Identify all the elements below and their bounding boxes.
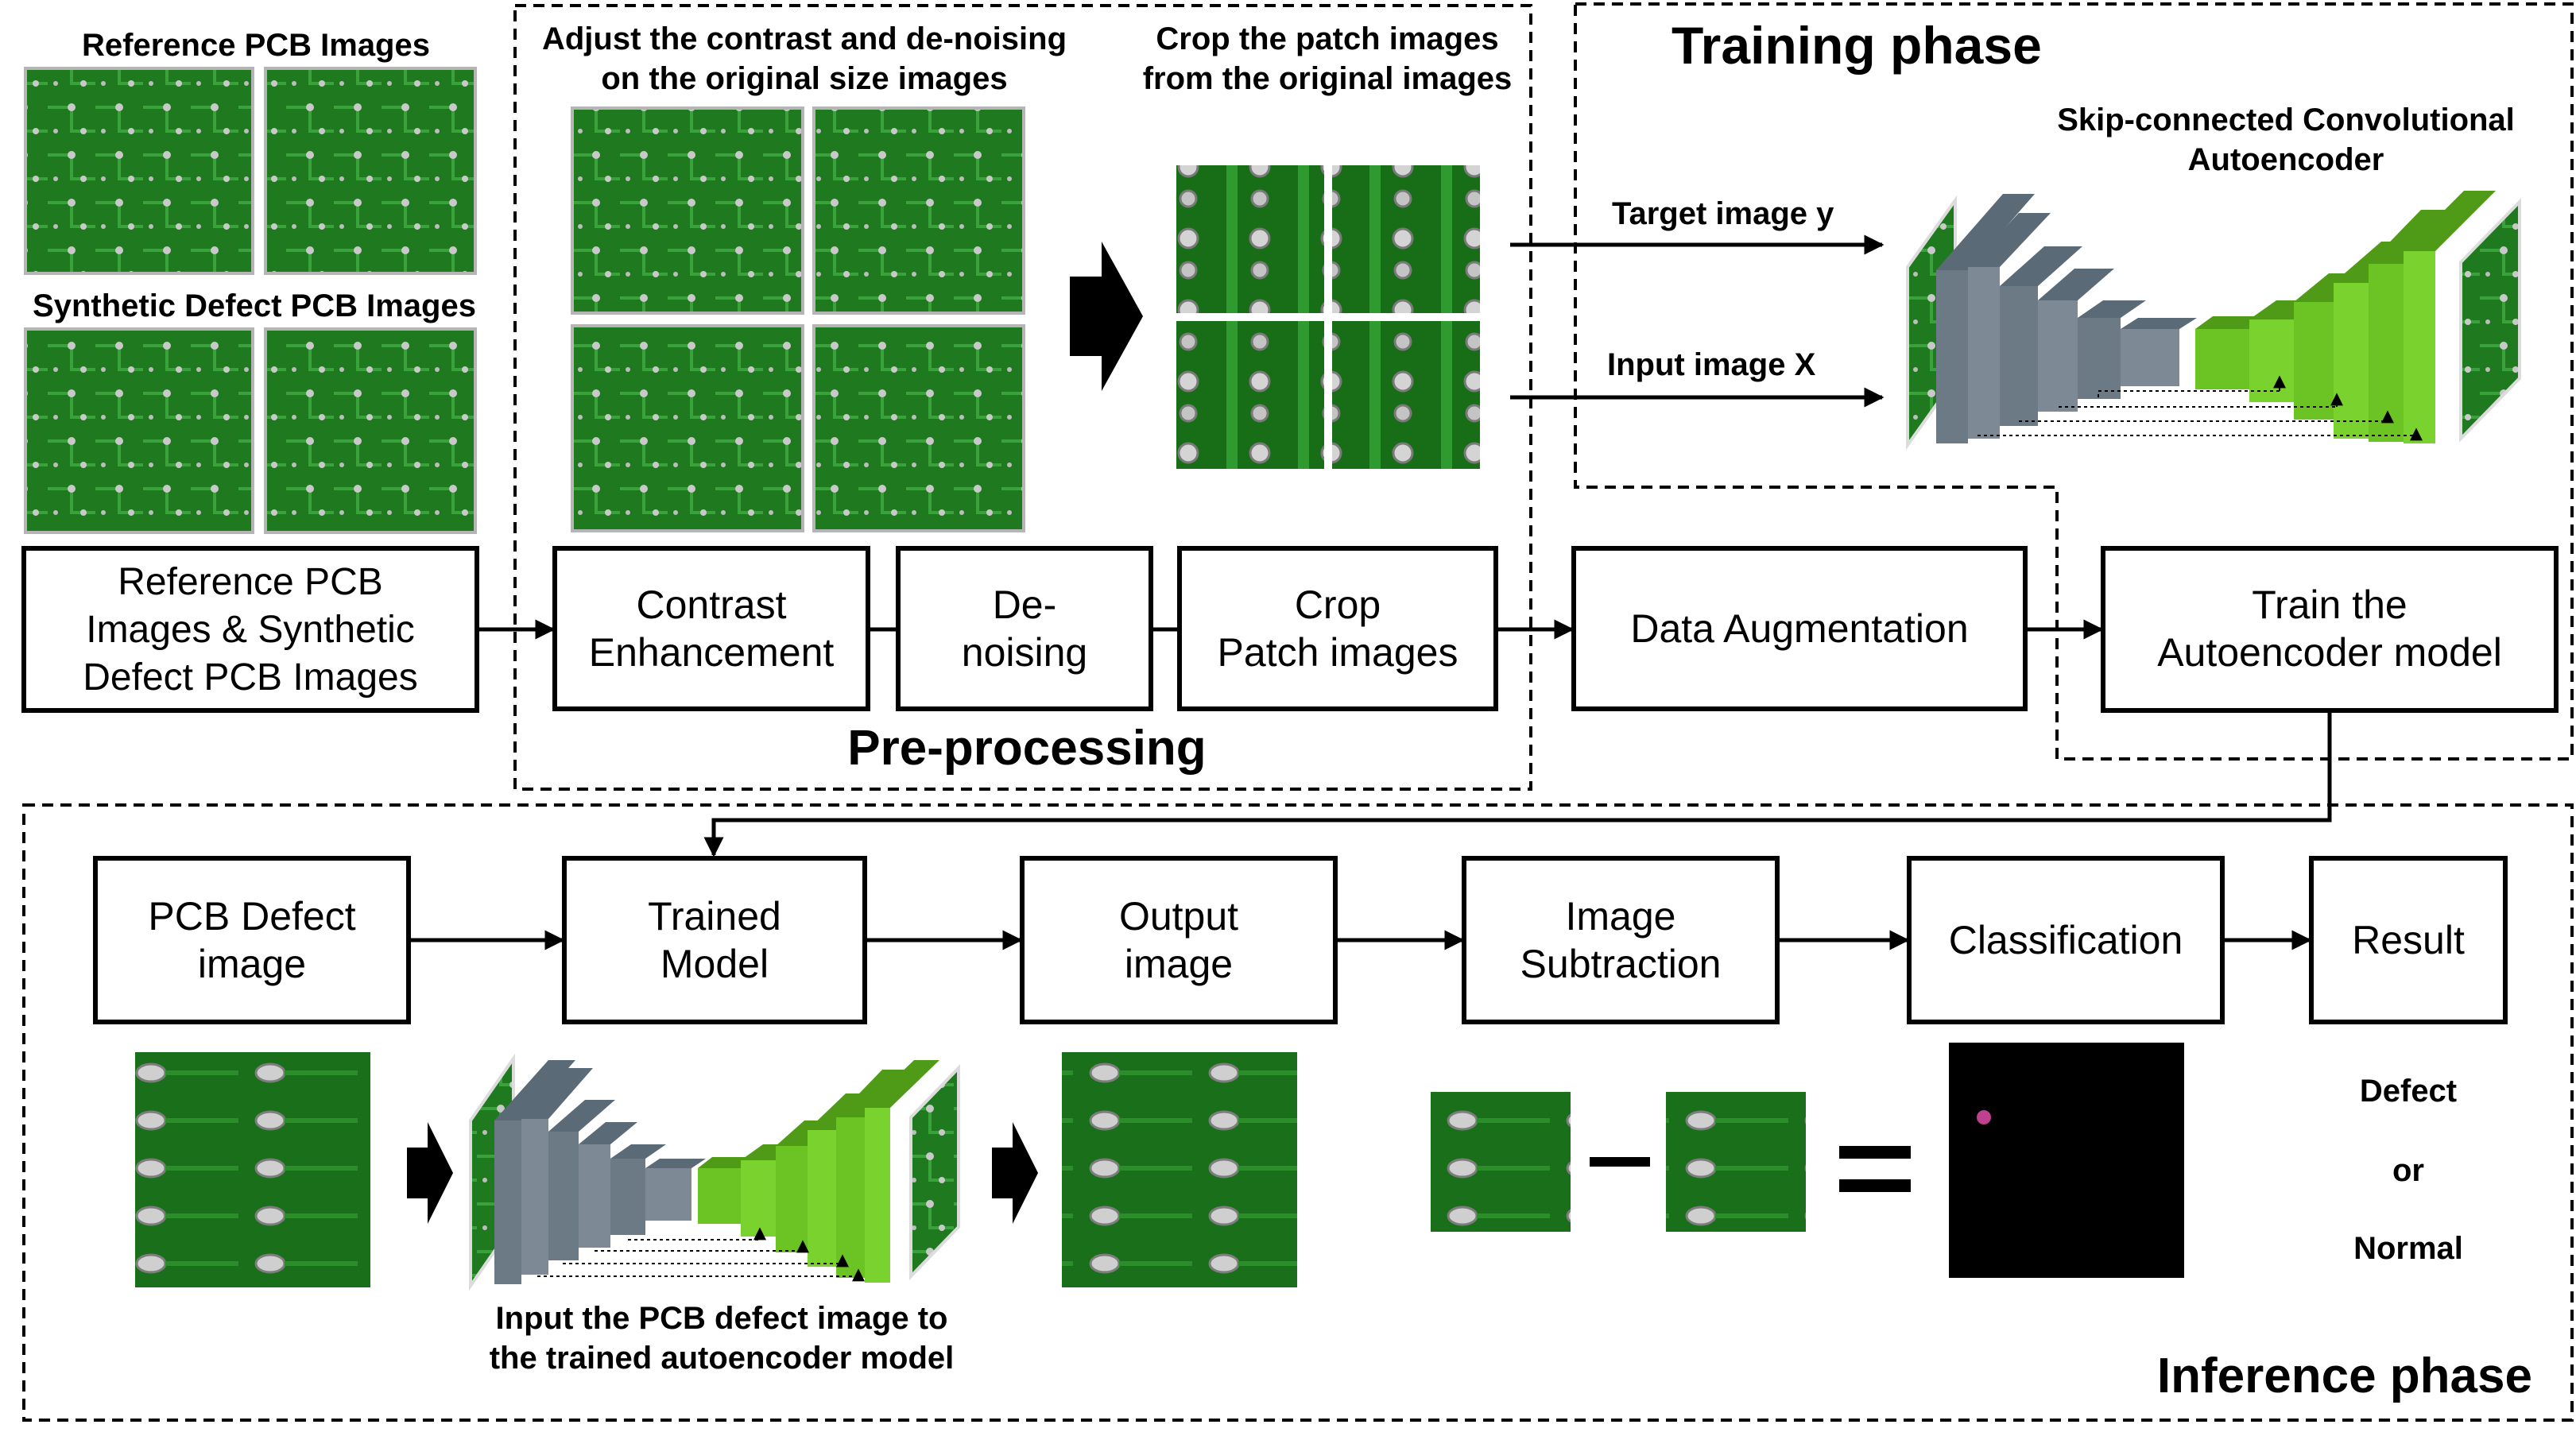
- contrast-enhancement-box: [552, 546, 870, 711]
- enhanced-pcb-image-4: [812, 324, 1025, 532]
- enhanced-pcb-image-3: [571, 324, 804, 532]
- defect-image-text-2: image: [198, 942, 306, 986]
- target-image-label: Target image y: [1612, 196, 1834, 231]
- input-image-label: Input image X: [1607, 347, 1816, 382]
- defect-spot: [1977, 1110, 1991, 1124]
- outcome-defect: Defect: [2360, 1074, 2457, 1109]
- model-caption-line-2: Autoencoder: [2188, 142, 2384, 177]
- reference-images-label: Reference PCB Images: [82, 28, 430, 63]
- training-region: [1574, 2, 2574, 761]
- trained-text-2: Model: [660, 942, 769, 986]
- preprocessing-title: Pre-processing: [847, 721, 1206, 776]
- outcome-normal: Normal: [2353, 1231, 2463, 1266]
- arrow-train-to-trained-model: [703, 710, 2332, 857]
- train-text-2: Autoencoder model: [2157, 630, 2502, 675]
- contrast-text-1: Contrast: [637, 583, 787, 627]
- inference-phase-title: Inference phase: [2157, 1349, 2532, 1403]
- trained-model-box: [562, 856, 867, 1024]
- result-box: [2309, 856, 2508, 1024]
- outcome-or: or: [2392, 1153, 2424, 1188]
- enhanced-pcb-image-1: [571, 106, 804, 315]
- classification-text: Classification: [1949, 918, 2183, 962]
- contrast-text-2: Enhancement: [589, 630, 835, 675]
- synthetic-images-label: Synthetic Defect PCB Images: [33, 288, 476, 323]
- input-images-box: [21, 546, 479, 713]
- big-arrow-inference-1: [407, 1122, 453, 1224]
- defect-image-text-1: PCB Defect: [148, 894, 355, 939]
- patch-image-1: [1176, 165, 1324, 313]
- crop-patch-box: [1177, 546, 1498, 711]
- pcb-defect-image-box: [93, 856, 411, 1024]
- big-arrow-preprocess: [1070, 242, 1143, 391]
- enhanced-pcb-image-2: [812, 106, 1025, 315]
- inference-caption-line-1: Input the PCB defect image to: [496, 1301, 948, 1336]
- augmentation-text: Data Augmentation: [1630, 606, 1968, 651]
- adjust-caption-line-2: on the original size images: [601, 61, 1007, 96]
- train-text-1: Train the: [2252, 583, 2407, 627]
- adjust-caption-line-1: Adjust the contrast and de-noising: [542, 21, 1067, 56]
- result-text: Result: [2352, 918, 2465, 962]
- subtraction-output-image: [1666, 1092, 1806, 1232]
- train-autoencoder-box: [2101, 546, 2559, 713]
- inference-caption-line-2: the trained autoencoder model: [490, 1341, 955, 1376]
- synthetic-pcb-image-1: [24, 327, 254, 534]
- input-images-text-2: Images & Synthetic: [86, 609, 415, 651]
- big-arrow-inference-2: [992, 1122, 1038, 1224]
- output-image-box: [1020, 856, 1338, 1024]
- crop-caption-line-2: from the original images: [1143, 61, 1513, 96]
- denoise-text-2: noising: [962, 630, 1087, 675]
- patch-image-4: [1332, 321, 1480, 469]
- inference-region: [22, 803, 2574, 1422]
- minus-sign: [1590, 1157, 1650, 1167]
- input-images-text-3: Defect PCB Images: [83, 656, 418, 699]
- denoise-text-1: De-: [993, 583, 1057, 627]
- residual-image: [1949, 1043, 2184, 1278]
- pcb-defect-sample-image: [135, 1052, 370, 1287]
- synthetic-pcb-image-2: [264, 327, 477, 534]
- equals-sign: [1839, 1146, 1911, 1192]
- image-subtraction-box: [1462, 856, 1780, 1024]
- input-images-text-1: Reference PCB: [118, 561, 383, 603]
- classification-box: [1907, 856, 2225, 1024]
- denoising-box: [896, 546, 1153, 711]
- output-text-2: image: [1125, 942, 1233, 986]
- crop-text-1: Crop: [1295, 583, 1381, 627]
- reference-pcb-image-1: [24, 67, 254, 275]
- data-augmentation-box: [1571, 546, 2028, 711]
- model-caption-line-1: Skip-connected Convolutional: [2057, 103, 2515, 137]
- crop-text-2: Patch images: [1218, 630, 1458, 675]
- output-text-1: Output: [1119, 894, 1238, 939]
- patch-image-3: [1176, 321, 1324, 469]
- autoencoder-diagram-inference: [469, 1053, 960, 1291]
- crop-caption-line-1: Crop the patch images: [1156, 21, 1498, 56]
- subtraction-input-image: [1431, 1092, 1571, 1232]
- autoencoder-diagram-training: [1906, 191, 2521, 451]
- trained-text-1: Trained: [648, 894, 781, 939]
- subtraction-text-1: Image: [1566, 894, 1676, 939]
- output-sample-image: [1062, 1052, 1297, 1287]
- reference-pcb-image-2: [264, 67, 477, 275]
- patch-image-2: [1332, 165, 1480, 313]
- training-phase-title: Training phase: [1671, 16, 2042, 75]
- subtraction-text-2: Subtraction: [1520, 942, 1722, 986]
